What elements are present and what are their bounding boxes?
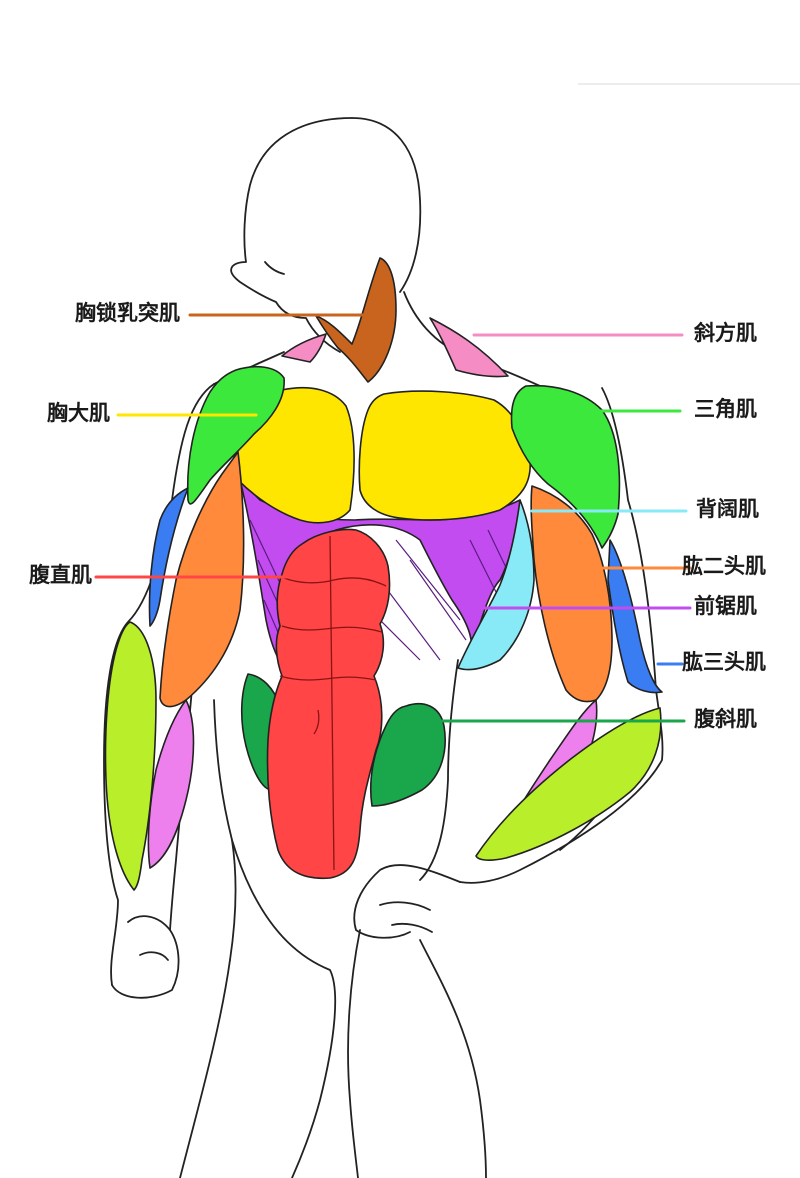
rectus-segments [279,535,387,871]
label-deltoid: 三角肌 [694,397,757,421]
label-latissimus: 背阔肌 [696,497,759,521]
forearm-flexor-muscle-right [475,707,662,861]
trapezius-muscle [281,333,327,363]
triceps-muscle-left [148,487,189,627]
oblique-muscle-right [369,702,446,807]
label-biceps: 肱二头肌 [682,554,766,578]
triceps-muscle-right [607,539,663,694]
pectoralis-muscle-right [358,390,531,521]
label-trapezius: 斜方肌 [694,321,757,345]
forearm-flexor-muscle-left [104,621,157,891]
sternocleidomastoid-muscle [315,257,397,383]
trapezius-muscle-right [429,317,509,378]
label-rectus: 腹直肌 [29,563,92,587]
label-oblique: 腹斜肌 [694,707,757,731]
label-pectoralis: 胸大肌 [47,401,110,425]
forearm-inner-muscle-left [147,699,195,869]
deltoid-muscle-left [186,365,285,505]
latissimus-muscle [457,499,535,671]
label-serratus: 前锯肌 [694,594,757,618]
label-triceps: 肱三头肌 [682,650,766,674]
rectus-muscle [266,528,391,880]
biceps-muscle-left [159,451,245,708]
label-sternocleidomastoid: 胸锁乳突肌 [75,301,180,325]
